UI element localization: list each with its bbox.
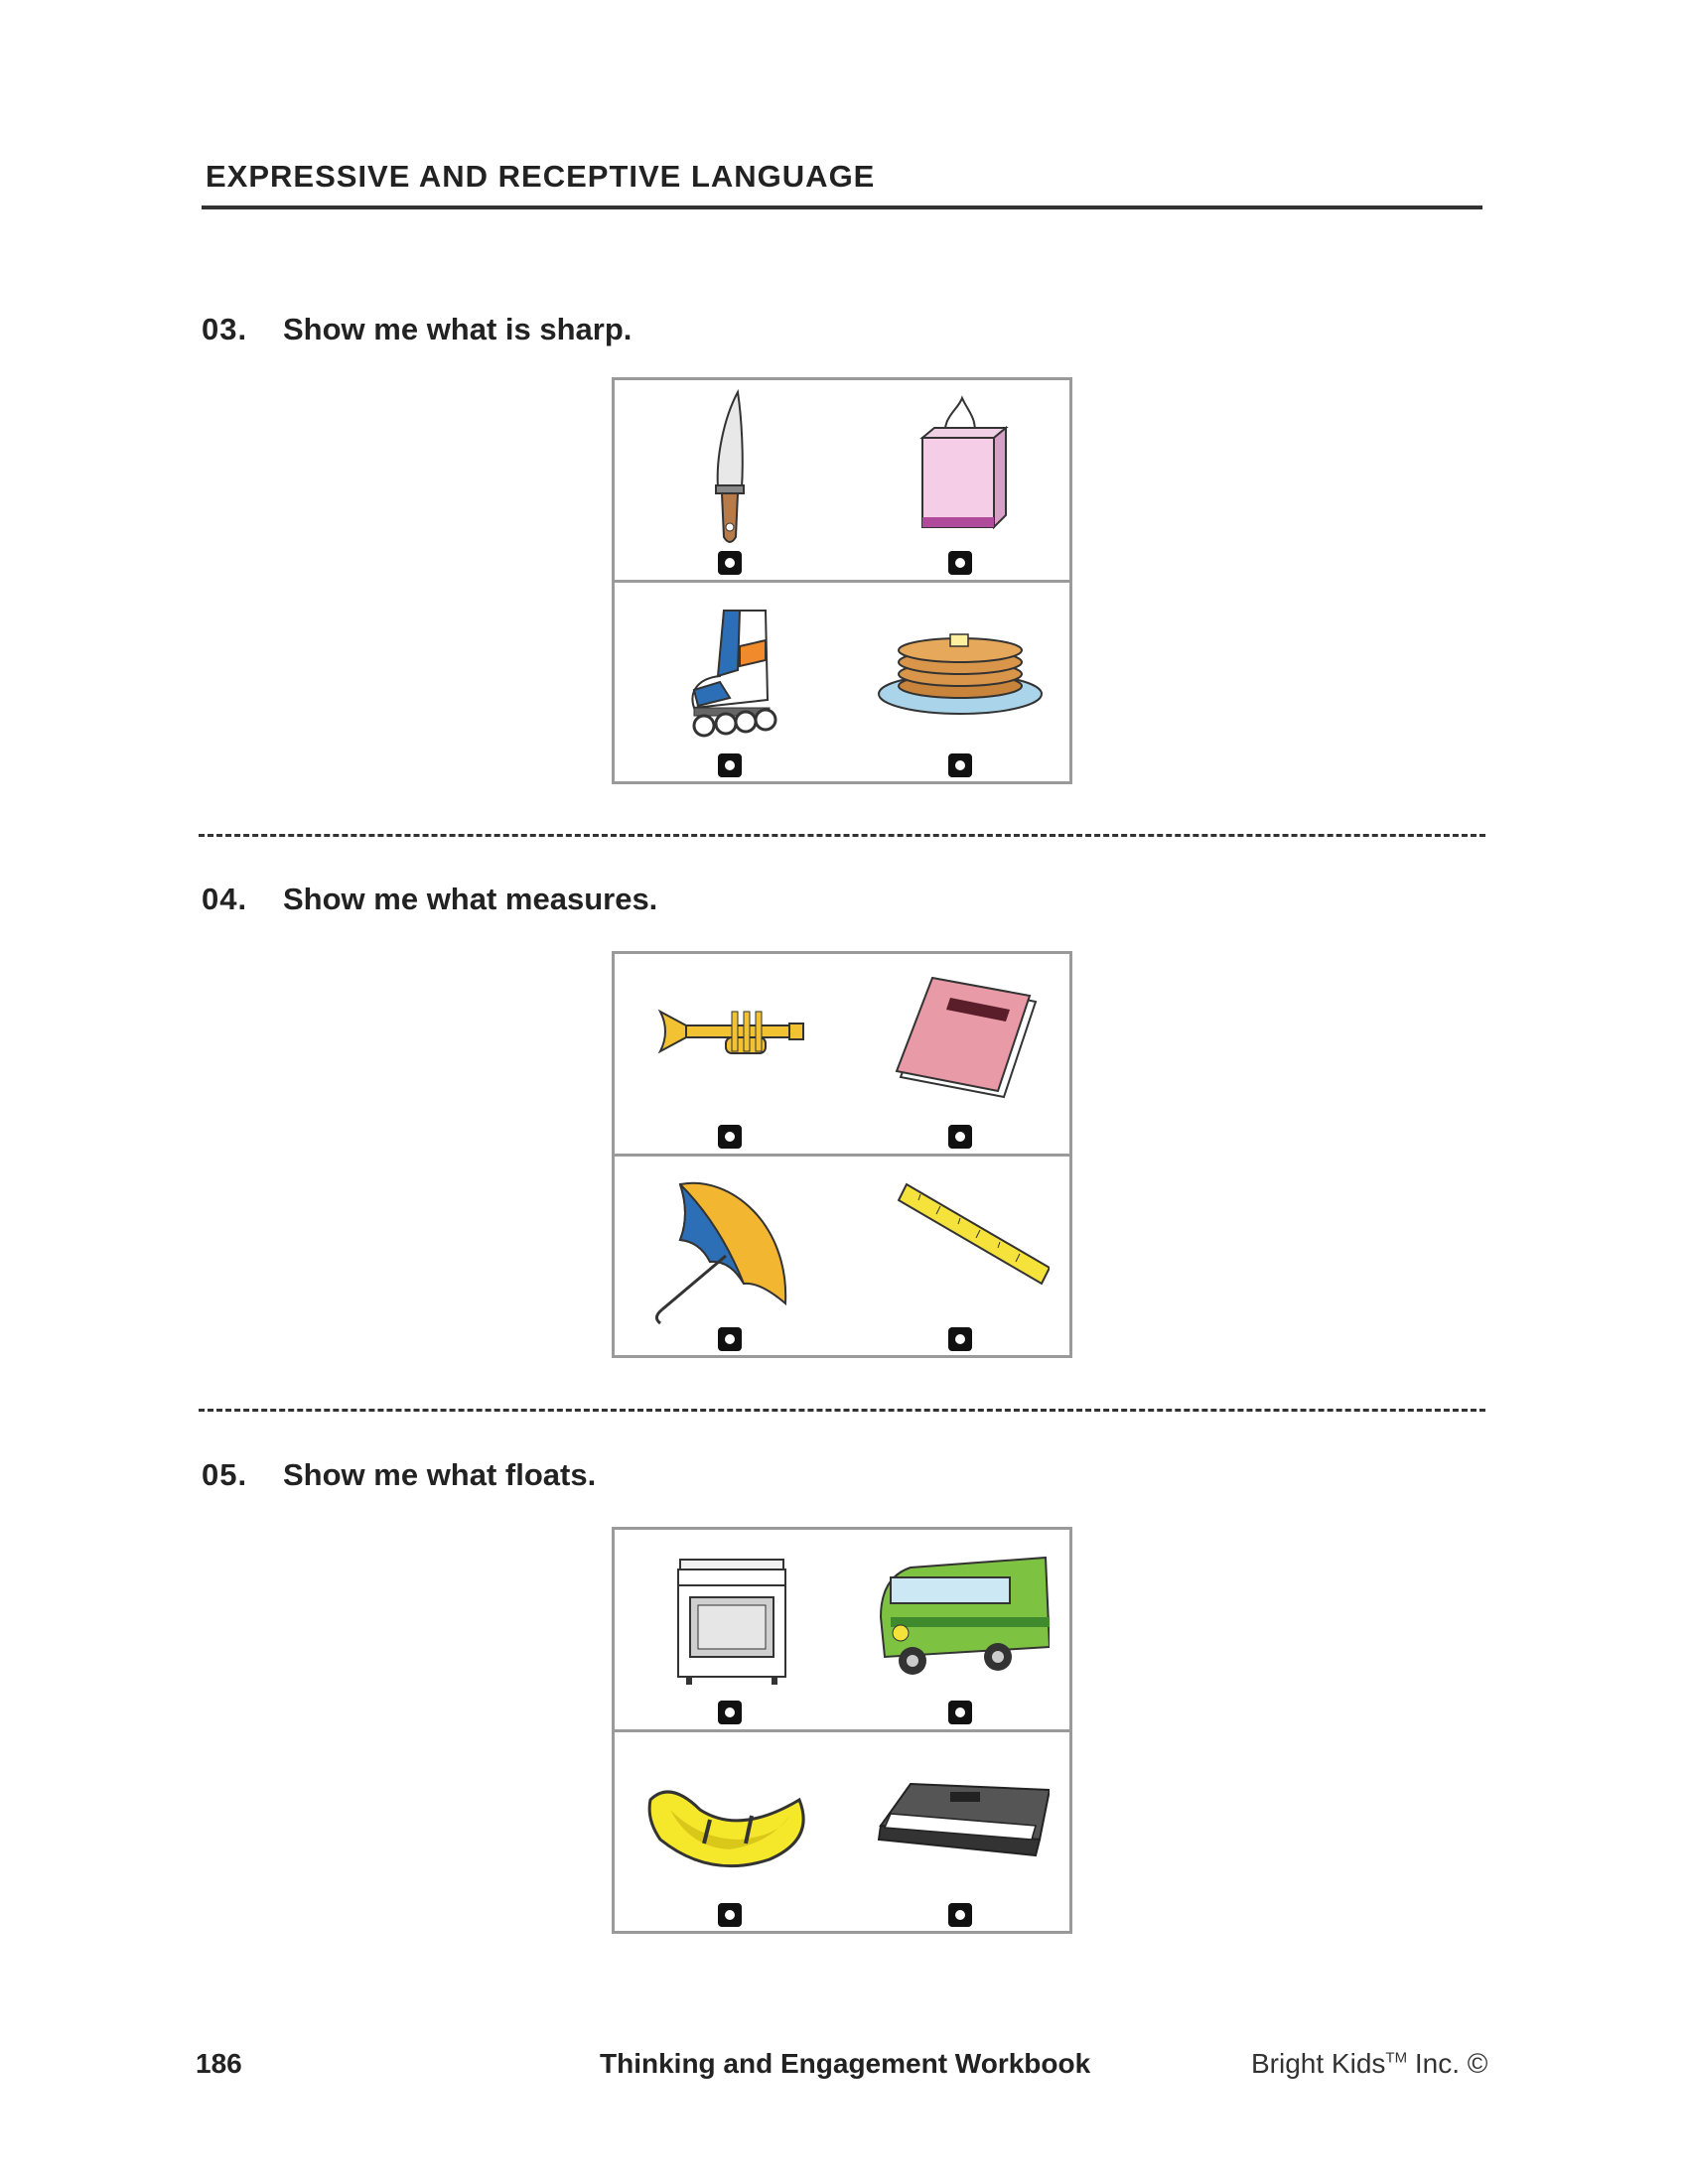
section-divider [199, 834, 1485, 837]
trademark: TM [1385, 2049, 1408, 2067]
question-prompt: Show me what is sharp. [283, 312, 633, 346]
answer-grid-04 [612, 951, 1072, 1358]
brand-suffix: Inc. © [1407, 2048, 1488, 2079]
answer-bubble[interactable] [718, 1327, 742, 1351]
section-divider [199, 1409, 1485, 1412]
option-knife[interactable] [615, 380, 845, 582]
grid-divider [615, 1154, 1069, 1157]
grid-divider [615, 1729, 1069, 1732]
knife-icon [640, 388, 819, 552]
answer-bubble[interactable] [718, 1903, 742, 1927]
question-number: 05. [202, 1457, 248, 1492]
brand-credit: Bright KidsTM Inc. © [1251, 2048, 1487, 2080]
book-title: Thinking and Engagement Workbook [600, 2048, 1091, 2079]
option-van[interactable] [845, 1530, 1075, 1731]
answer-bubble[interactable] [948, 551, 972, 575]
option-roller-skate[interactable] [615, 583, 845, 784]
question-04: 04. Show me what measures. [202, 882, 657, 917]
grid-divider [615, 580, 1069, 583]
question-05: 05. Show me what floats. [202, 1457, 596, 1493]
book-icon [871, 962, 1050, 1126]
option-book[interactable] [845, 954, 1075, 1156]
tissue-box-icon [871, 388, 1050, 552]
answer-bubble[interactable] [948, 1903, 972, 1927]
answer-grid-03 [612, 377, 1072, 784]
ruler-icon [871, 1164, 1050, 1328]
roller-skate-icon [640, 591, 819, 754]
option-trumpet[interactable] [615, 954, 845, 1156]
answer-bubble[interactable] [948, 1701, 972, 1724]
keyboard-icon [871, 1740, 1050, 1904]
question-number: 04. [202, 882, 248, 916]
option-tissue-box[interactable] [845, 380, 1075, 582]
answer-bubble[interactable] [948, 753, 972, 777]
answer-bubble[interactable] [948, 1327, 972, 1351]
question-prompt: Show me what floats. [283, 1457, 597, 1492]
stove-icon [640, 1538, 819, 1702]
section-title: EXPRESSIVE AND RECEPTIVE LANGUAGE [206, 159, 876, 194]
page-number: 186 [196, 2048, 242, 2079]
answer-bubble[interactable] [718, 753, 742, 777]
answer-bubble[interactable] [718, 551, 742, 575]
question-prompt: Show me what measures. [283, 882, 658, 916]
brand-name: Bright Kids [1251, 2048, 1386, 2079]
trumpet-icon [640, 962, 819, 1126]
question-03: 03. Show me what is sharp. [202, 312, 632, 347]
option-umbrella[interactable] [615, 1157, 845, 1358]
van-icon [871, 1538, 1050, 1702]
answer-grid-05 [612, 1527, 1072, 1934]
umbrella-icon [640, 1164, 819, 1328]
option-pancakes[interactable] [845, 583, 1075, 784]
option-ruler[interactable] [845, 1157, 1075, 1358]
answer-bubble[interactable] [718, 1701, 742, 1724]
title-rule [202, 205, 1482, 209]
option-raft[interactable] [615, 1732, 845, 1934]
raft-icon [640, 1740, 819, 1904]
question-number: 03. [202, 312, 248, 346]
option-keyboard[interactable] [845, 1732, 1075, 1934]
answer-bubble[interactable] [718, 1125, 742, 1149]
answer-bubble[interactable] [948, 1125, 972, 1149]
pancakes-icon [871, 591, 1050, 754]
option-stove[interactable] [615, 1530, 845, 1731]
